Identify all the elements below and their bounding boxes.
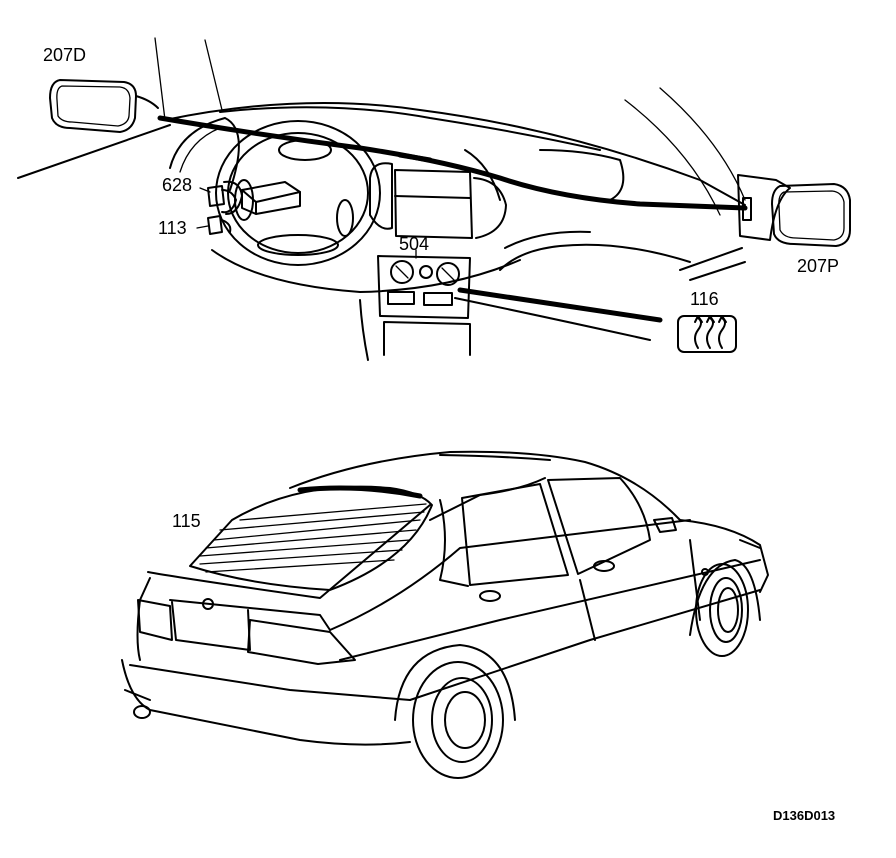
front-wheel: [689, 559, 761, 657]
unit-628-box: [207, 180, 301, 215]
label-113: 113: [158, 218, 187, 238]
passenger-mirror: [737, 174, 851, 247]
label-115: 115: [172, 511, 201, 531]
climate-panel-504: [377, 255, 471, 356]
label-116: 116: [690, 289, 719, 309]
label-504: 504: [399, 234, 430, 254]
rear-wheel: [394, 644, 516, 779]
label-207p: 207P: [797, 256, 840, 276]
driver-mirror: [49, 79, 159, 133]
steering-wheel: [215, 120, 381, 266]
rear-window-115: [189, 485, 433, 591]
figure-code: D136D013: [773, 808, 836, 823]
rear-defrost-icon: [677, 315, 737, 353]
switch-113: [207, 215, 232, 235]
label-628: 628: [162, 175, 193, 195]
label-207d: 207D: [43, 45, 87, 65]
